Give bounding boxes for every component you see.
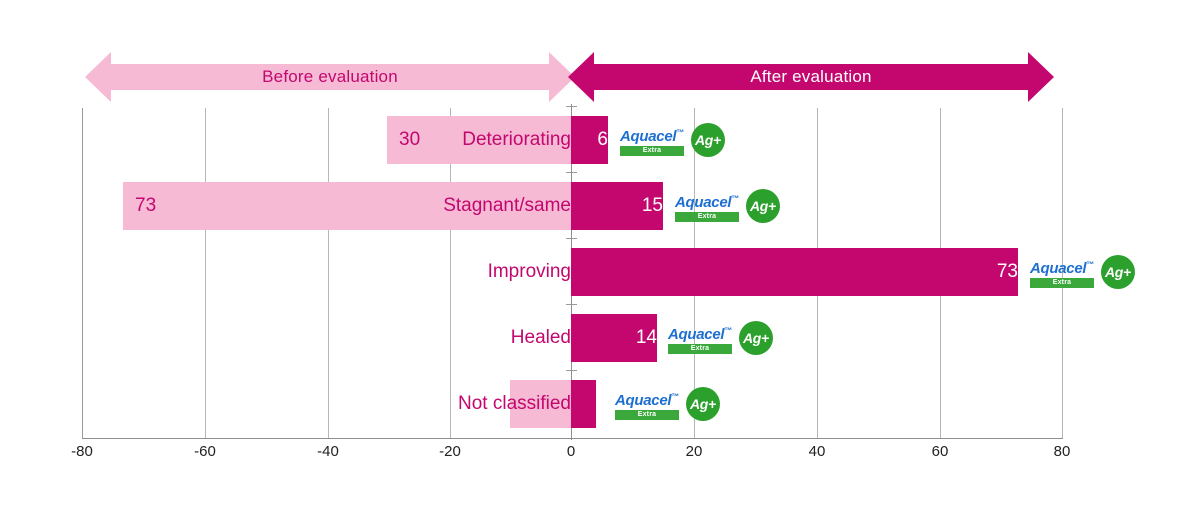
aquacel-word-text: Aquacel — [620, 127, 677, 145]
zero-tick-1 — [566, 172, 577, 173]
xtick-label--20: -20 — [439, 443, 461, 460]
zero-tick-3 — [566, 304, 577, 305]
aquacel-extra-badge: Extra — [615, 409, 679, 420]
aquacel-logo-improving: Aquacel™ Extra Ag+ — [1030, 248, 1135, 296]
after-evaluation-arrow: After evaluation — [568, 48, 1054, 106]
aquacel-extra-badge: Extra — [620, 145, 684, 156]
xtick-label--40: -40 — [317, 443, 339, 460]
before-evaluation-label: Before evaluation — [262, 67, 398, 86]
bar-row-deteriorating: 30 Deteriorating 6 Aquacel™ Extra Ag+ — [0, 116, 1198, 164]
trademark-icon: ™ — [1086, 259, 1094, 269]
aquacel-word-text: Aquacel — [668, 325, 725, 343]
category-label-healed: Healed — [510, 327, 571, 348]
xtick-label-0: 0 — [566, 443, 576, 460]
evaluation-legend-band: Before evaluation After evaluation — [0, 48, 1198, 106]
aquacel-wordmark: Aquacel™ Extra — [620, 125, 684, 156]
gridline--40 — [328, 108, 329, 438]
before-bar-not-classified[interactable] — [510, 380, 571, 428]
after-value-stagnant-same: 15 — [641, 195, 663, 216]
gridline--80 — [82, 108, 83, 438]
after-arrow-shape — [568, 52, 1054, 102]
aquacel-word: Aquacel™ — [620, 125, 684, 145]
category-label-not-classified: Not classified — [458, 393, 571, 414]
ag-plus-icon: Ag+ — [690, 123, 725, 157]
before-value-deteriorating: 30 — [399, 129, 421, 150]
aquacel-word: Aquacel™ — [615, 389, 679, 409]
aquacel-word-text: Aquacel — [675, 193, 732, 211]
aquacel-word-text: Aquacel — [1030, 259, 1087, 277]
bar-row-improving: Improving 73 Aquacel™ Extra Ag+ — [0, 248, 1198, 296]
aquacel-word: Aquacel™ — [675, 191, 739, 211]
aquacel-wordmark: Aquacel™ Extra — [615, 389, 679, 420]
trademark-icon: ™ — [676, 127, 684, 137]
ag-plus-icon: Ag+ — [738, 321, 773, 355]
xtick-label-20: 20 — [685, 443, 703, 460]
aquacel-logo-healed: Aquacel™ Extra Ag+ — [668, 314, 773, 362]
before-arrow-shape — [85, 52, 575, 102]
x-axis-line — [82, 438, 1063, 439]
aquacel-extra-badge: Extra — [1030, 277, 1094, 288]
aquacel-extra-badge: Extra — [668, 343, 732, 354]
gridline-80 — [1062, 108, 1063, 438]
bar-row-stagnant-same: 73 Stagnant/same 15 Aquacel™ Extra Ag+ — [0, 182, 1198, 230]
zero-tick-4 — [566, 370, 577, 371]
aquacel-logo-not-classified: Aquacel™ Extra Ag+ — [615, 380, 720, 428]
bar-row-healed: Healed 14 Aquacel™ Extra Ag+ — [0, 314, 1198, 362]
after-bar-not-classified[interactable] — [571, 380, 596, 428]
after-value-deteriorating: 6 — [597, 129, 608, 150]
xtick-label--80: -80 — [71, 443, 93, 460]
aquacel-logo-stagnant-same: Aquacel™ Extra Ag+ — [675, 182, 780, 230]
aquacel-word: Aquacel™ — [668, 323, 732, 343]
aquacel-extra-badge: Extra — [675, 211, 739, 222]
xtick-label--60: -60 — [194, 443, 216, 460]
ag-plus-icon: Ag+ — [1100, 255, 1135, 289]
aquacel-wordmark: Aquacel™ Extra — [675, 191, 739, 222]
aquacel-wordmark: Aquacel™ Extra — [668, 323, 732, 354]
after-bar-healed[interactable] — [571, 314, 657, 362]
bar-row-not-classified: Not classified Aquacel™ Extra Ag+ — [0, 380, 1198, 428]
xtick-label-80: 80 — [1053, 443, 1071, 460]
ag-plus-icon: Ag+ — [745, 189, 780, 223]
trademark-icon: ™ — [724, 325, 732, 335]
category-label-stagnant-same: Stagnant/same — [443, 195, 571, 216]
xtick-label-40: 40 — [808, 443, 826, 460]
before-bar-stagnant-same[interactable] — [123, 182, 571, 230]
aquacel-word: Aquacel™ — [1030, 257, 1094, 277]
category-label-improving: Improving — [487, 261, 571, 282]
trademark-icon: ™ — [671, 391, 679, 401]
after-bar-deteriorating[interactable] — [571, 116, 608, 164]
before-bar-deteriorating[interactable] — [387, 116, 571, 164]
after-value-improving: 73 — [996, 261, 1018, 282]
after-value-healed: 14 — [635, 327, 657, 348]
aquacel-logo-deteriorating: Aquacel™ Extra Ag+ — [620, 116, 725, 164]
aquacel-wordmark: Aquacel™ Extra — [1030, 257, 1094, 288]
xtick-label-60: 60 — [931, 443, 949, 460]
before-evaluation-arrow: Before evaluation — [85, 48, 575, 106]
after-evaluation-label: After evaluation — [750, 67, 872, 86]
ag-plus-icon: Ag+ — [685, 387, 720, 421]
after-bar-improving[interactable] — [571, 248, 1018, 296]
after-bar-stagnant-same[interactable] — [571, 182, 663, 230]
gridline--60 — [205, 108, 206, 438]
zero-tick-2 — [566, 238, 577, 239]
gridline--20 — [450, 108, 451, 438]
before-value-stagnant-same: 73 — [135, 195, 157, 216]
trademark-icon: ™ — [731, 193, 739, 203]
category-label-deteriorating: Deteriorating — [462, 129, 571, 150]
zero-tick-top — [566, 106, 577, 107]
aquacel-word-text: Aquacel — [615, 391, 672, 409]
